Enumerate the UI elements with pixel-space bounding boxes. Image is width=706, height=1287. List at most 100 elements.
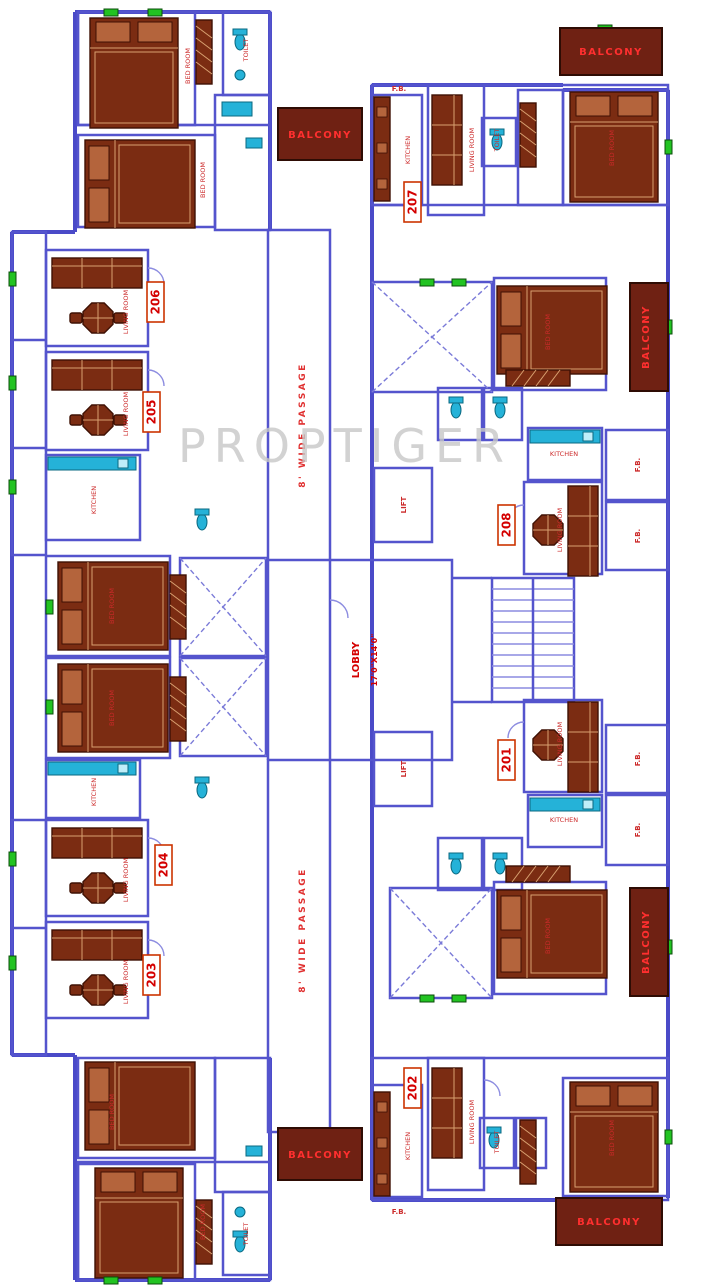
- unit-tag-205: [142, 391, 161, 433]
- room-label: BED ROOM: [108, 1094, 116, 1130]
- kitchen-platform: [373, 96, 391, 202]
- bathtub-icon: [221, 101, 253, 117]
- room-label: BED ROOM: [608, 130, 616, 166]
- room-label: TOILET: [493, 129, 501, 153]
- passage-label-bottom: 8' WIDE PASSAGE: [298, 867, 308, 992]
- chair-icon: [69, 984, 83, 996]
- unit-number: 208: [500, 512, 514, 537]
- toilet-icon: [194, 776, 210, 799]
- toilet-icon: [492, 396, 508, 419]
- chair-icon: [69, 312, 83, 324]
- kitchen-counter: [47, 456, 137, 471]
- room-label: LIVING ROOM: [122, 960, 130, 1004]
- room-label: BED ROOM: [199, 162, 207, 198]
- chair-icon: [69, 414, 83, 426]
- balcony-right-lower: [629, 887, 669, 997]
- balcony-bottom-right: [555, 1197, 663, 1246]
- lift-label-upper: LIFT: [400, 496, 408, 513]
- toilet-icon: [492, 852, 508, 875]
- plumbing-fixtures: [47, 28, 601, 1253]
- kitchen-counter: [47, 761, 137, 776]
- room-label: BED ROOM: [199, 1204, 207, 1240]
- window-icon: [8, 955, 17, 971]
- wardrobe-icon: [519, 102, 537, 168]
- room-label: LIVING ROOM: [556, 722, 564, 766]
- window-icon: [664, 139, 673, 155]
- bed-icon: [496, 889, 608, 979]
- unit-number: 206: [149, 289, 163, 314]
- unit-number: 203: [145, 962, 159, 987]
- unit-tags: 206 205 204 203 207 208 201 202: [142, 181, 516, 1109]
- room-label: LIVING ROOM: [122, 290, 130, 334]
- sofa-icon: [567, 701, 599, 793]
- room-label: KITCHEN: [550, 450, 578, 458]
- room-label: BED ROOM: [544, 918, 552, 954]
- table-icon: [82, 974, 114, 1006]
- toilet-icon: [448, 852, 464, 875]
- wardrobe-icon: [169, 574, 187, 640]
- table-icon: [82, 872, 114, 904]
- balcony-right-upper: [629, 282, 669, 392]
- unit-number: 207: [406, 189, 420, 214]
- room-label: BED ROOM: [108, 690, 116, 726]
- balcony-label: BALCONY: [579, 47, 643, 58]
- room-label: TOILET: [493, 1131, 501, 1155]
- balcony-label: BALCONY: [641, 910, 652, 974]
- room-label: TOILET: [242, 39, 250, 63]
- window-icon: [419, 278, 435, 287]
- sofa-icon: [51, 257, 143, 289]
- room-label: LIVING ROOM: [122, 858, 130, 902]
- room-label: BED ROOM: [184, 48, 192, 84]
- chair-icon: [69, 882, 83, 894]
- balcony-label: BALCONY: [577, 1217, 641, 1228]
- window-icon: [8, 851, 17, 867]
- sink-icon: [245, 1145, 263, 1157]
- kitchen-sink-icon: [117, 458, 129, 469]
- watermark: PROPTIGER: [178, 419, 512, 473]
- room-label: KITCHEN: [550, 816, 578, 824]
- table-icon: [82, 404, 114, 436]
- balcony-top-right: [559, 27, 663, 76]
- bed-icon: [94, 1167, 184, 1279]
- fb-label: F.B.: [634, 823, 642, 837]
- window-icon: [8, 271, 17, 287]
- unit-number: 202: [406, 1075, 420, 1100]
- text-labels: LOBBY 17'0"X14'0" 8' WIDE PASSAGE 8' WID…: [90, 39, 642, 1247]
- lobby-size-label: 17'0"X14'0": [370, 634, 379, 687]
- wardrobe-icon: [195, 19, 213, 85]
- kitchen-sink-icon: [582, 799, 594, 810]
- room-label: BED ROOM: [544, 314, 552, 350]
- sofa-icon: [51, 827, 143, 859]
- sofa-icon: [51, 929, 143, 961]
- window-icon: [103, 8, 119, 17]
- toilet-icon: [194, 508, 210, 531]
- unit-number: 201: [500, 747, 514, 772]
- bed-icon: [84, 1061, 196, 1151]
- unit-tag-204: [154, 844, 173, 886]
- window-icon: [147, 1276, 163, 1285]
- fb-label: F.B.: [392, 1208, 406, 1216]
- sofa-icon: [431, 94, 463, 186]
- balconies-layer: BALCONY BALCONY BALCONY BALCONY BALCONY …: [277, 27, 669, 1246]
- window-icon: [147, 8, 163, 17]
- balcony-top-left: [277, 107, 363, 161]
- lobby-label: LOBBY: [351, 641, 362, 678]
- bed-icon: [84, 139, 196, 229]
- sink-icon: [245, 137, 263, 149]
- window-icon: [451, 994, 467, 1003]
- unit-tag-202: [403, 1067, 422, 1109]
- room-label: KITCHEN: [404, 136, 412, 164]
- passage-label-top: 8' WIDE PASSAGE: [298, 362, 308, 487]
- balcony-label: BALCONY: [288, 1150, 352, 1161]
- fb-label: F.B.: [634, 529, 642, 543]
- wardrobe-icon: [505, 865, 571, 883]
- fb-label: F.B.: [392, 85, 406, 93]
- window-icon: [8, 375, 17, 391]
- kitchen-sink-icon: [582, 431, 594, 442]
- bed-icon: [89, 17, 179, 129]
- sink-icon: [234, 1206, 246, 1218]
- kitchen-sink-icon: [117, 763, 129, 774]
- bed-icon: [496, 285, 608, 375]
